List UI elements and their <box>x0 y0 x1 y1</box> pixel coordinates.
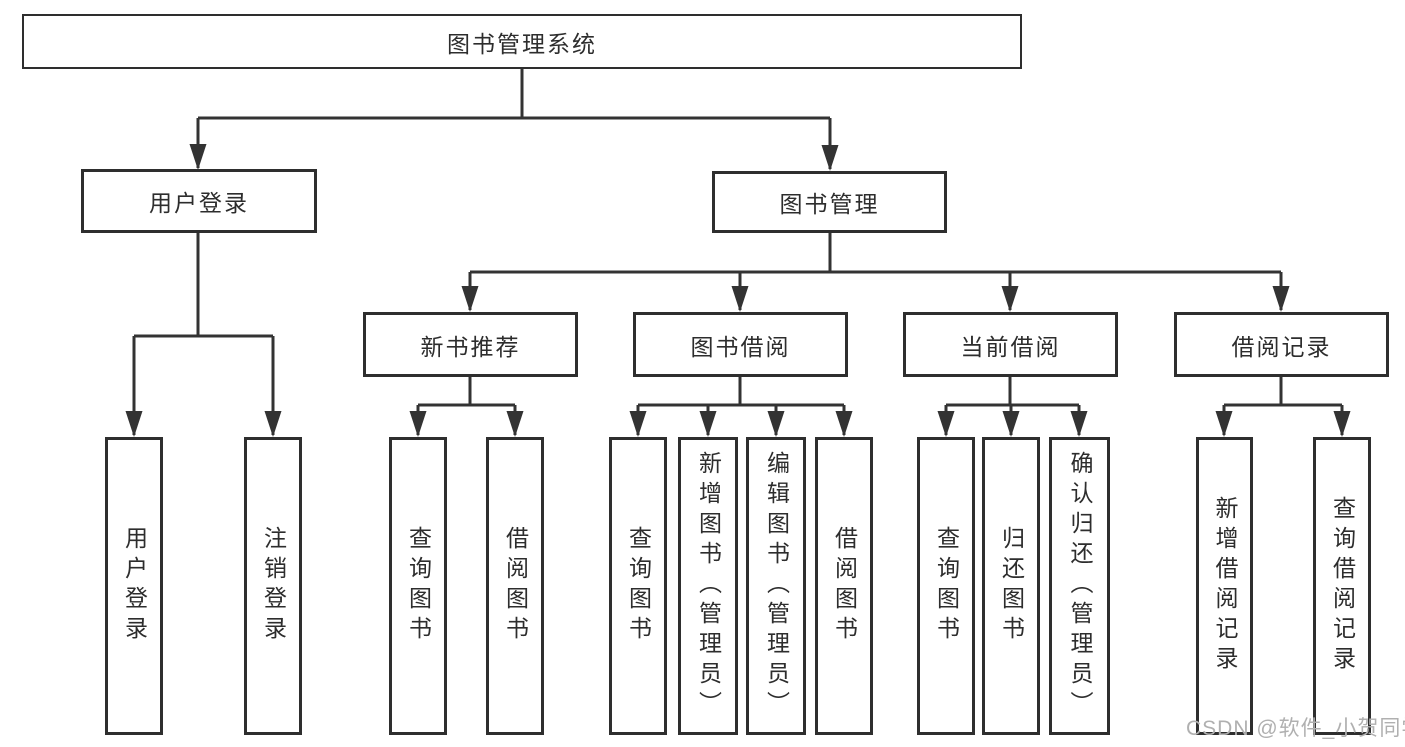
node-label: 编辑图书（管理员） <box>763 451 790 721</box>
leaf-borrow-books-recommend: 借阅图书 <box>486 437 544 735</box>
arrowhead-icon <box>937 411 955 437</box>
node-label: 查询图书 <box>405 526 432 646</box>
node-label: 借阅记录 <box>1231 333 1332 360</box>
arrowhead-icon <box>409 411 427 437</box>
leaf-edit-books-admin: 编辑图书（管理员） <box>746 437 806 735</box>
leaf-add-borrow-record: 新增借阅记录 <box>1196 437 1253 735</box>
node-label: 新增借阅记录 <box>1212 496 1238 676</box>
leaf-confirm-return-admin: 确认归还（管理员） <box>1049 437 1110 735</box>
node-label: 图书管理 <box>779 191 880 217</box>
node-new-book-recommend: 新书推荐 <box>363 312 578 377</box>
arrowhead-icon <box>767 411 785 437</box>
arrowhead-icon <box>264 411 282 437</box>
arrowhead-icon <box>1070 411 1088 437</box>
node-book-management: 图书管理 <box>712 171 947 233</box>
arrowhead-icon <box>189 144 207 170</box>
node-label: 归还图书 <box>998 526 1025 646</box>
arrowhead-icon <box>125 411 143 437</box>
node-label: 新增图书（管理员） <box>695 451 722 721</box>
leaf-query-borrow-record: 查询借阅记录 <box>1313 437 1371 735</box>
arrowhead-icon <box>1002 411 1020 437</box>
leaf-query-books-current: 查询图书 <box>917 437 975 735</box>
leaf-query-books-borrowing: 查询图书 <box>609 437 667 735</box>
arrowhead-icon <box>1215 411 1233 437</box>
node-label: 借阅图书 <box>831 526 858 646</box>
node-label: 查询图书 <box>933 526 960 646</box>
node-label: 确认归还（管理员） <box>1067 451 1093 721</box>
arrowhead-icon <box>1333 411 1351 437</box>
leaf-borrow-books: 借阅图书 <box>815 437 873 735</box>
leaf-query-books-recommend: 查询图书 <box>389 437 447 735</box>
node-label: 图书借阅 <box>690 333 791 360</box>
node-label: 当前借阅 <box>960 333 1061 360</box>
node-label: 图书管理系统 <box>447 30 597 57</box>
arrowhead-icon <box>835 411 853 437</box>
arrowhead-icon <box>699 411 717 437</box>
node-borrowing-records: 借阅记录 <box>1174 312 1389 377</box>
node-label: 借阅图书 <box>502 526 529 646</box>
node-label: 新书推荐 <box>420 333 521 360</box>
arrowhead-icon <box>1001 286 1019 312</box>
node-label: 注销登录 <box>260 526 287 646</box>
node-root-system: 图书管理系统 <box>22 14 1022 69</box>
arrowhead-icon <box>629 411 647 437</box>
node-book-borrowing: 图书借阅 <box>633 312 848 377</box>
leaf-return-books: 归还图书 <box>982 437 1040 735</box>
arrowhead-icon <box>1272 286 1290 312</box>
leaf-add-books-admin: 新增图书（管理员） <box>678 437 738 735</box>
node-current-borrowing: 当前借阅 <box>903 312 1118 377</box>
node-label: 查询图书 <box>625 526 652 646</box>
arrowhead-icon <box>731 286 749 312</box>
arrowhead-icon <box>821 145 839 171</box>
node-label: 查询借阅记录 <box>1329 496 1356 676</box>
node-user-login: 用户登录 <box>81 169 317 233</box>
leaf-user-login: 用户登录 <box>105 437 163 735</box>
node-label: 用户登录 <box>149 190 249 216</box>
leaf-logout: 注销登录 <box>244 437 302 735</box>
csdn-watermark: CSDN @软件_小贺同学 <box>1186 717 1405 740</box>
node-label: 用户登录 <box>121 526 148 646</box>
arrowhead-icon <box>461 286 479 312</box>
arrowhead-icon <box>506 411 524 437</box>
